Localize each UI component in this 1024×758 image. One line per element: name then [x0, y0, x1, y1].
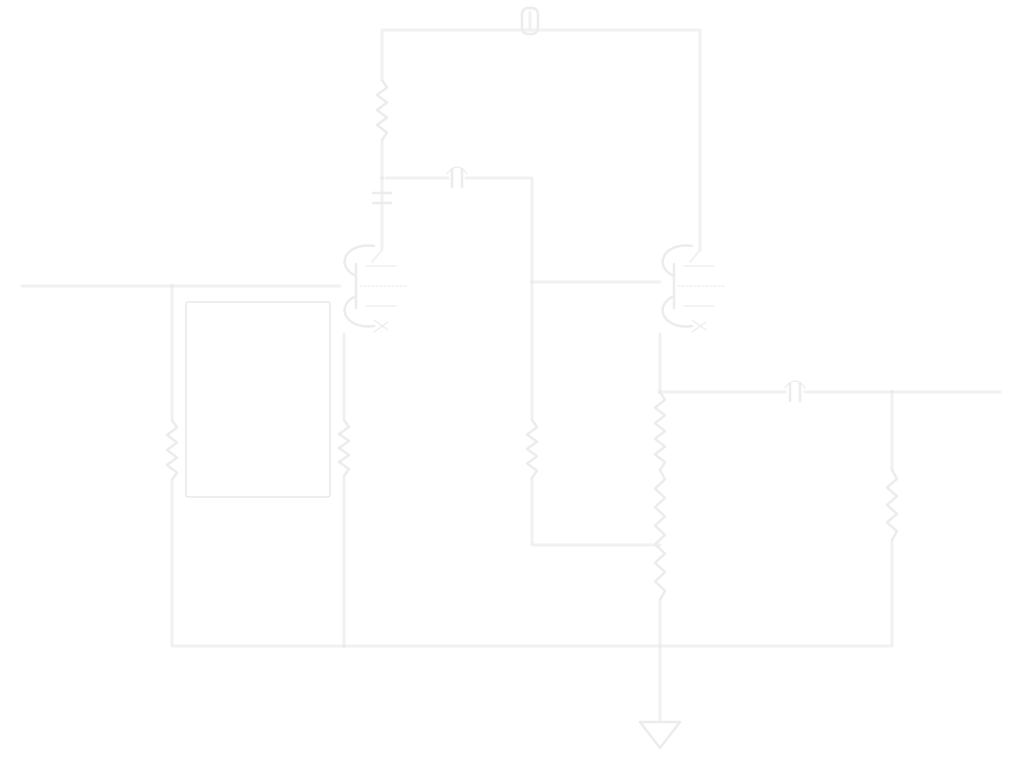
junction-dot — [529, 279, 535, 285]
junction-dot — [169, 283, 175, 289]
wire-q2-collector-link — [689, 249, 701, 263]
capacitor-c1 — [446, 166, 468, 189]
resistor-r3 — [165, 418, 179, 482]
junction-dot — [657, 389, 663, 395]
resistor-r7 — [885, 468, 899, 542]
capacitor-c3 — [784, 380, 806, 403]
wire-r5-bottom — [530, 476, 662, 547]
resistor-r1 — [375, 78, 389, 142]
annotation-box — [185, 301, 331, 498]
resistor-r4 — [337, 418, 351, 478]
wire-bottom-rail — [170, 478, 894, 648]
junction-dot — [379, 175, 385, 181]
capacitor-c2 — [371, 191, 393, 205]
components — [165, 6, 899, 750]
resistor-r2 — [653, 390, 667, 472]
transistor-q2 — [661, 244, 725, 333]
transistor-q1 — [343, 244, 407, 333]
wires — [20, 10, 1002, 722]
junction-dot — [657, 643, 663, 649]
resistor-r5 — [525, 418, 539, 480]
resistor-r6 — [653, 468, 667, 602]
ground-symbol — [638, 720, 682, 750]
wire-cap-c1-right — [464, 176, 534, 284]
junction-dot — [889, 389, 895, 395]
supply-terminal — [520, 6, 540, 36]
junction-dot — [341, 643, 347, 649]
wire-q1-collector-link — [371, 249, 383, 263]
